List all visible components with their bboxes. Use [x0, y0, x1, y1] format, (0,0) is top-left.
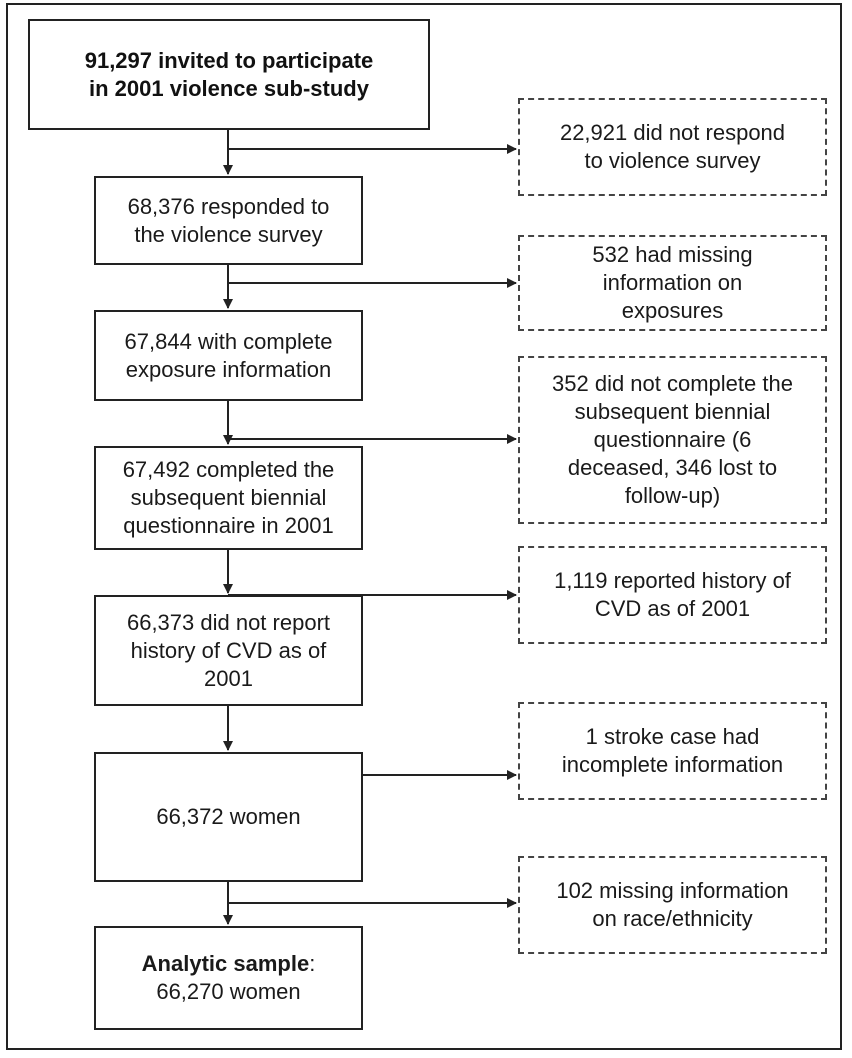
step-box-women: 66,372 women — [94, 752, 363, 882]
exclusion-text: 22,921 did not respond — [559, 120, 786, 145]
step-text: 68,376 responded to — [127, 193, 330, 219]
exclusion-text: CVD as of 2001 — [594, 596, 751, 621]
exclusion-box-race-missing: 102 missing information on race/ethnicit… — [518, 856, 827, 954]
exclusion-text: incomplete information — [561, 752, 784, 777]
step-text: 2001 — [204, 665, 253, 691]
analytic-sample-heading: Analytic sample: — [142, 950, 316, 978]
step-text: exposure information — [125, 356, 332, 382]
step-box-invited: 91,297 invited to participate in 2001 vi… — [28, 19, 430, 130]
exclusion-text: questionnaire (6 — [593, 427, 752, 452]
exclusion-text: 1 stroke case had — [585, 724, 760, 749]
exclusion-text: deceased, 346 lost to — [567, 455, 778, 480]
step-text: 66,373 did not report — [126, 609, 331, 635]
exclusion-box-cvd-history: 1,119 reported history of CVD as of 2001 — [518, 546, 827, 644]
step-box-complete-exposure: 67,844 with complete exposure informatio… — [94, 310, 363, 401]
exclusion-text: to violence survey — [584, 148, 761, 173]
step-box-no-cvd: 66,373 did not report history of CVD as … — [94, 595, 363, 706]
exclusion-text: follow-up) — [624, 483, 721, 508]
step-text: the violence survey — [134, 221, 323, 247]
step-text: 66,372 women — [156, 804, 301, 829]
analytic-sample-label: Analytic sample — [141, 951, 310, 976]
exclusion-text: 102 missing information — [556, 878, 789, 903]
exclusion-text: 352 did not complete the — [552, 371, 793, 396]
flowchart-frame — [6, 3, 842, 1050]
step-text: questionnaire in 2001 — [123, 513, 334, 538]
step-box-responded: 68,376 responded to the violence survey — [94, 176, 363, 265]
step-text: history of CVD as of — [130, 637, 327, 663]
exclusion-box-missing-exposures: 532 had missing information on exposures — [518, 235, 827, 331]
exclusion-box-incomplete-questionnaire: 352 did not complete the subsequent bien… — [518, 356, 827, 524]
step-text: 67,844 with complete — [124, 328, 333, 354]
exclusion-text: on race/ethnicity — [592, 906, 753, 931]
exclusion-text: information on — [602, 270, 743, 295]
exclusion-text: 532 had missing — [592, 242, 753, 267]
step-text: 67,492 completed the — [122, 457, 335, 482]
exclusion-text: exposures — [621, 298, 724, 323]
exclusion-box-no-response: 22,921 did not respond to violence surve… — [518, 98, 827, 196]
exclusion-box-stroke-incomplete: 1 stroke case had incomplete information — [518, 702, 827, 800]
analytic-sample-colon: : — [309, 951, 316, 976]
step-text: subsequent biennial — [130, 485, 327, 510]
step-box-completed-questionnaire: 67,492 completed the subsequent biennial… — [94, 446, 363, 550]
exclusion-text: subsequent biennial — [574, 399, 771, 424]
step-text: 66,270 women — [156, 979, 301, 1004]
step-box-analytic-sample: Analytic sample: 66,270 women — [94, 926, 363, 1030]
step-text: in 2001 violence sub-study — [89, 75, 369, 101]
exclusion-text: 1,119 reported history of — [554, 568, 791, 593]
step-text: 91,297 invited to participate — [84, 47, 374, 73]
